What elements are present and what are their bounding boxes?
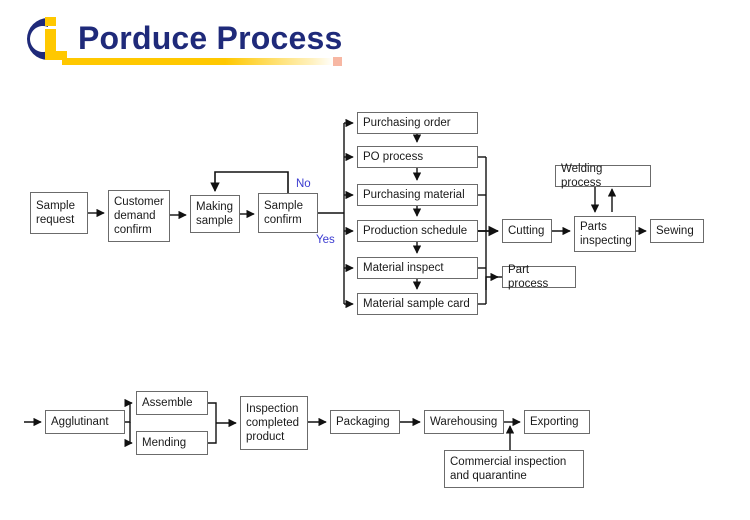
edge-label-no: No (296, 178, 311, 190)
node-inspection-completed-product[interactable]: Inspection completed product (240, 396, 308, 450)
node-making-sample[interactable]: Making sample (190, 195, 240, 233)
node-customer-demand-confirm[interactable]: Customer demand confirm (108, 190, 170, 242)
title-underline (62, 58, 334, 65)
node-mending[interactable]: Mending (136, 431, 208, 455)
node-material-sample-card[interactable]: Material sample card (357, 293, 478, 315)
node-parts-inspecting[interactable]: Parts inspecting (574, 216, 636, 252)
node-warehousing[interactable]: Warehousing (424, 410, 504, 434)
page-header: Porduce Process (0, 0, 750, 80)
node-sample-confirm[interactable]: Sample confirm (258, 193, 318, 233)
node-production-schedule[interactable]: Production schedule (357, 220, 478, 242)
node-assemble[interactable]: Assemble (136, 391, 208, 415)
node-part-process[interactable]: Part process (502, 264, 576, 290)
node-material-inspect[interactable]: Material inspect (357, 257, 478, 279)
node-cutting[interactable]: Cutting (502, 219, 552, 243)
node-commercial-inspection[interactable]: Commercial inspection and quarantine (444, 450, 584, 488)
node-packaging[interactable]: Packaging (330, 410, 400, 434)
node-sample-request[interactable]: Sample request (30, 192, 88, 234)
title-accent-dot (333, 57, 342, 66)
node-po-process[interactable]: PO process (357, 146, 478, 168)
page-title: Porduce Process (78, 20, 343, 56)
node-purchasing-order[interactable]: Purchasing order (357, 112, 478, 134)
edge-label-yes: Yes (316, 234, 335, 246)
node-welding-process[interactable]: Welding process (555, 163, 651, 189)
ci-logo-icon (27, 17, 67, 60)
node-purchasing-material[interactable]: Purchasing material (357, 184, 478, 206)
node-agglutinant[interactable]: Agglutinant (45, 410, 125, 434)
node-sewing[interactable]: Sewing (650, 219, 704, 243)
node-exporting[interactable]: Exporting (524, 410, 590, 434)
